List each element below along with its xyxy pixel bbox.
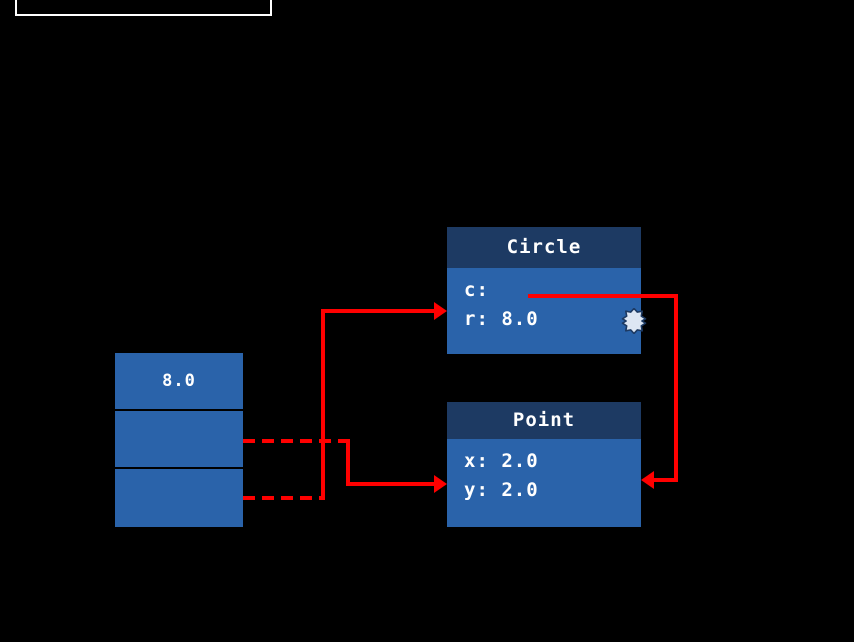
value-cell[interactable] xyxy=(115,469,243,527)
arrow-circle-to-point-top xyxy=(528,294,678,298)
field-label-x: x: xyxy=(464,450,489,472)
object-box-point[interactable]: Point x: 2.0 y: 2.0 xyxy=(447,402,641,527)
clipped-frame-box xyxy=(15,0,272,16)
field-spacer xyxy=(489,447,501,476)
arrow-circle-to-point-vertical xyxy=(674,294,678,482)
field-label-r: r: xyxy=(464,308,489,330)
object-fields-circle: c: r: 8.0 xyxy=(447,268,647,354)
field-label-c: c: xyxy=(464,279,489,301)
arrow-cell3-to-circle-horizontal xyxy=(321,309,434,313)
object-title-point: Point xyxy=(447,402,641,439)
arrow-cell2-to-point-dash xyxy=(243,439,350,443)
arrow-cell2-to-point-head xyxy=(434,475,447,493)
field-row-r: r: 8.0 xyxy=(464,305,641,334)
field-label-y: y: xyxy=(464,479,489,501)
arrow-cell3-to-circle-head xyxy=(434,302,447,320)
arrow-cell2-to-point-vertical xyxy=(346,439,350,486)
field-value-r: 8.0 xyxy=(501,308,539,330)
object-fields-point: x: 2.0 y: 2.0 xyxy=(447,439,641,527)
star-burst-icon xyxy=(497,279,647,334)
value-cell[interactable]: 8.0 xyxy=(115,353,243,409)
field-row-c: c: xyxy=(464,276,647,334)
field-value-x: 2.0 xyxy=(501,450,539,472)
field-spacer xyxy=(489,476,501,505)
arrow-circle-to-point-head xyxy=(641,471,654,489)
arrow-circle-to-point-bottom xyxy=(654,478,678,482)
arrow-cell3-to-circle-dash xyxy=(243,496,325,500)
field-row-y: y: 2.0 xyxy=(464,476,641,505)
arrow-cell3-to-circle-vertical xyxy=(321,309,325,500)
arrow-cell2-to-point-horizontal xyxy=(346,482,434,486)
object-title-circle: Circle xyxy=(447,227,641,268)
value-cell-label: 8.0 xyxy=(162,371,196,391)
object-box-circle[interactable]: Circle c: r: 8.0 xyxy=(447,227,647,354)
field-row-x: x: 2.0 xyxy=(464,447,641,476)
value-cell-stack: 8.0 xyxy=(115,353,243,527)
field-value-y: 2.0 xyxy=(501,479,539,501)
value-cell[interactable] xyxy=(115,411,243,467)
